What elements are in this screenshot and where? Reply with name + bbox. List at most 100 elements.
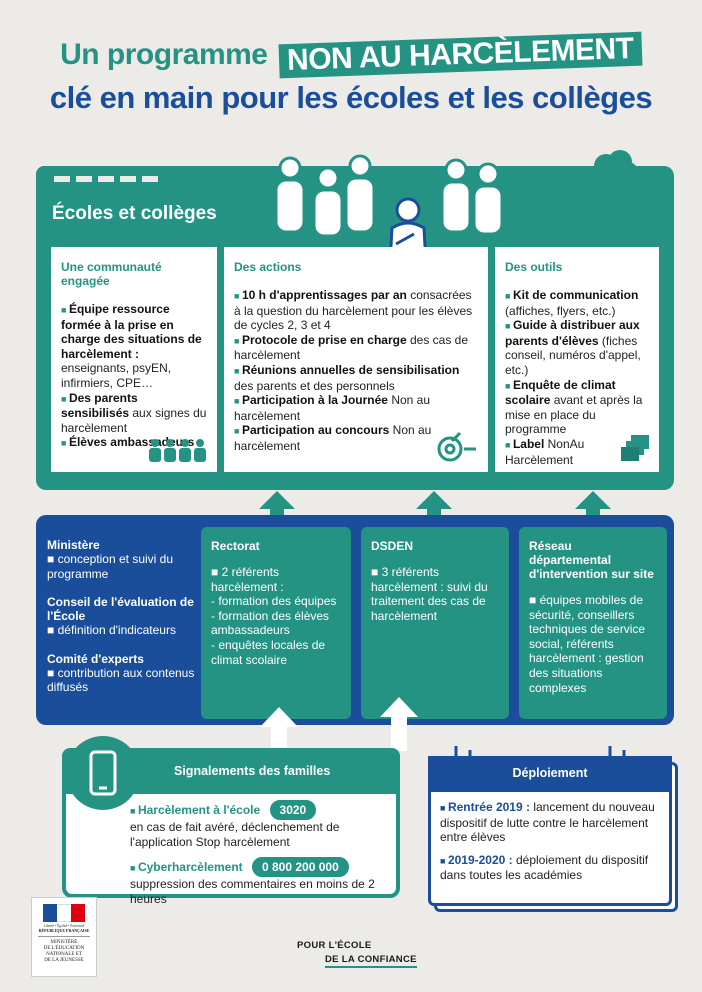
ministere-line: DE L'ÉDUCATION: [43, 946, 85, 951]
dsden-column: DSDEN ■ 3 référents harcèlement : suivi …: [361, 527, 509, 719]
phone-badge: [66, 736, 140, 810]
list-item: ■ Participation à la Journée Non au harc…: [234, 393, 431, 423]
slogan: POUR L'ÉCOLE DE LA CONFIANCE: [297, 940, 417, 968]
ministere-text-value: conception et suivi du programme: [47, 552, 173, 581]
card-outils: Des outils ■ Kit de communication (affic…: [495, 247, 659, 472]
rectorat-line-text: 2 référents harcèlement :: [211, 565, 284, 594]
dep-item-1-bold: Rentrée 2019 :: [447, 800, 530, 814]
tree-icon: [589, 150, 638, 192]
item-text: Non au harcèlement: [234, 393, 431, 423]
arrow-up-icon: [575, 491, 611, 509]
phone-number-pill: 3020: [269, 800, 317, 820]
item-text: (affiches, flyers, etc.): [505, 303, 616, 318]
item-bold: 10 h d'apprentissages par an: [241, 288, 407, 302]
item-bold: Participation à la Journée: [241, 393, 388, 408]
dash-decoration: [76, 176, 92, 182]
section-title: Écoles et collèges: [52, 203, 217, 224]
rectorat-heading: Rectorat: [211, 539, 260, 553]
list-item: ■ Équipe ressource formée à la prise en …: [61, 302, 202, 390]
target-icon: [437, 431, 476, 462]
reseau-column: Réseau départemental d'intervention sur …: [519, 527, 667, 719]
list-item: ■ Guide à distribuer aux parents d'élève…: [505, 318, 641, 377]
arrow-stem: [271, 725, 287, 751]
french-flag-icon: [43, 904, 85, 922]
arrow-up-icon: [260, 707, 298, 727]
item-bold: Protocole de prise en charge: [241, 332, 407, 347]
ministere-column: Ministère ■ conception et suivi du progr…: [47, 538, 197, 695]
dep-item-1-text: lancement du nouveau dispositif de lutte…: [440, 800, 655, 845]
rectorat-line: - enquêtes locales de climat scolaire: [211, 637, 326, 667]
sig-item-1-bold: Harcèlement à l'école: [137, 803, 261, 817]
rectorat-line: ■ 2 référents harcèlement :: [211, 565, 284, 594]
dsden-text: ■ 3 référents harcèlement : suivi du tra…: [371, 565, 488, 623]
ministere-line: NATIONALE ET: [46, 952, 82, 957]
item-text: Non au harcèlement: [234, 423, 432, 453]
reseau-text-value: équipes mobiles de sécurité, conseillers…: [529, 593, 646, 695]
item-text: avant et après la mise en place du progr…: [505, 393, 643, 437]
republique-label: RÉPUBLIQUE FRANÇAISE: [38, 928, 90, 933]
students-icon: [149, 439, 206, 462]
dep-item-2-bold: 2019-2020 :: [447, 852, 513, 867]
item-bold: Kit de communication: [512, 288, 639, 302]
list-item: ■ 10 h d'apprentissages par an consacrée…: [234, 288, 473, 333]
list-item: ■ Kit de communication (affiches, flyers…: [505, 288, 639, 318]
card-heading: Des actions: [234, 260, 302, 274]
sig-item-2-text: suppression des commentaires en moins de…: [130, 877, 375, 906]
signalements-title: Signalements des familles: [174, 764, 331, 778]
rectorat-column: Rectorat ■ 2 référents harcèlement : - f…: [201, 527, 351, 719]
sig-item-1-text: en cas de fait avéré, déclenchement de l…: [130, 820, 340, 849]
sig-item-1: ■ Harcèlement à l'école 3020: [130, 800, 392, 820]
sig-item-2: ■ Cyberharcèlement 0 800 200 000: [130, 857, 392, 878]
sig-item-2-bold: Cyberharcèlement: [137, 860, 243, 875]
deploiement-title: Déploiement: [512, 766, 588, 780]
arrow-up-icon: [416, 491, 452, 509]
reseau-heading: Réseau départemental d'intervention sur …: [529, 539, 654, 581]
ministere-heading: Ministère: [47, 538, 100, 552]
dash-decoration: [54, 176, 70, 182]
arrow-up-icon: [259, 491, 295, 509]
ministere-name: MINISTÈRE DE L'ÉDUCATION NATIONALE ET DE…: [32, 940, 96, 964]
ministere-line: MINISTÈRE: [50, 940, 78, 945]
documents-icon: [621, 435, 649, 461]
dash-decoration: [120, 176, 136, 182]
list-item: ■ Participation au concours Non au harcè…: [234, 423, 432, 453]
card-heading: Une communauté engagée: [61, 260, 162, 288]
people-illustration: [274, 154, 504, 266]
item-bold: Réunions annuelles de sensibilisation: [241, 362, 460, 377]
phone-number-pill: 0 800 200 000: [252, 857, 349, 878]
item-bold: Élèves ambassadeurs: [68, 435, 195, 450]
arrow-stem: [391, 715, 407, 751]
calendar-ring-icon: [454, 746, 472, 765]
slogan-line-2: DE LA CONFIANCE: [325, 954, 417, 968]
item-text: des cas de harcèlement: [234, 332, 469, 363]
title-line-1: Un programme NON AU HARCÈLEMENT: [0, 31, 702, 79]
conseil-text: ■ définition d'indicateurs: [47, 623, 176, 638]
ministere-text: ■ conception et suivi du programme: [47, 552, 173, 581]
list-item: ■ Protocole de prise en charge des cas d…: [234, 332, 469, 363]
slogan-line-1: POUR L'ÉCOLE: [297, 940, 372, 951]
card-actions: Des actions ■ 10 h d'apprentissages par …: [224, 247, 488, 472]
item-text: consacrées à la question du harcèlement …: [234, 288, 473, 333]
calendar-ring-icon: [608, 746, 626, 765]
republique-motto: Liberté • Égalité • Fraternité: [43, 924, 85, 928]
deploiement-content: ■ Rentrée 2019 : lancement du nouveau di…: [440, 800, 662, 883]
rectorat-line: - formation des élèves ambassadeurs: [211, 608, 330, 638]
card-heading: Des outils: [505, 260, 563, 274]
comite-heading: Comité d'experts: [47, 651, 144, 666]
dsden-heading: DSDEN: [371, 539, 414, 553]
item-bold: Participation au concours: [241, 423, 390, 438]
list-item: ■ Enquête de climat scolaire avant et ap…: [505, 377, 643, 437]
item-bold: Enquête de climat scolaire: [505, 377, 616, 408]
comite-text-value: contribution aux contenus diffusés: [47, 665, 195, 695]
item-text: enseignants, psyEN, infirmiers, CPE…: [61, 361, 172, 390]
conseil-text-value: définition d'indicateurs: [57, 623, 176, 638]
dep-item-2-text: déploiement du dispositif dans toutes le…: [440, 852, 649, 883]
phone-icon: [89, 750, 117, 796]
dash-decoration: [98, 176, 114, 182]
item-bold: Équipe ressource formée à la prise en ch…: [61, 302, 202, 361]
rectorat-line: - formation des équipes: [211, 594, 337, 609]
list-item: ■ Des parents sensibilisés aux signes du…: [61, 390, 207, 435]
item-text: NonAu Harcèlement: [505, 436, 585, 467]
item-bold: Des parents sensibilisés: [61, 390, 138, 421]
title-highlight: NON AU HARCÈLEMENT: [278, 31, 643, 79]
